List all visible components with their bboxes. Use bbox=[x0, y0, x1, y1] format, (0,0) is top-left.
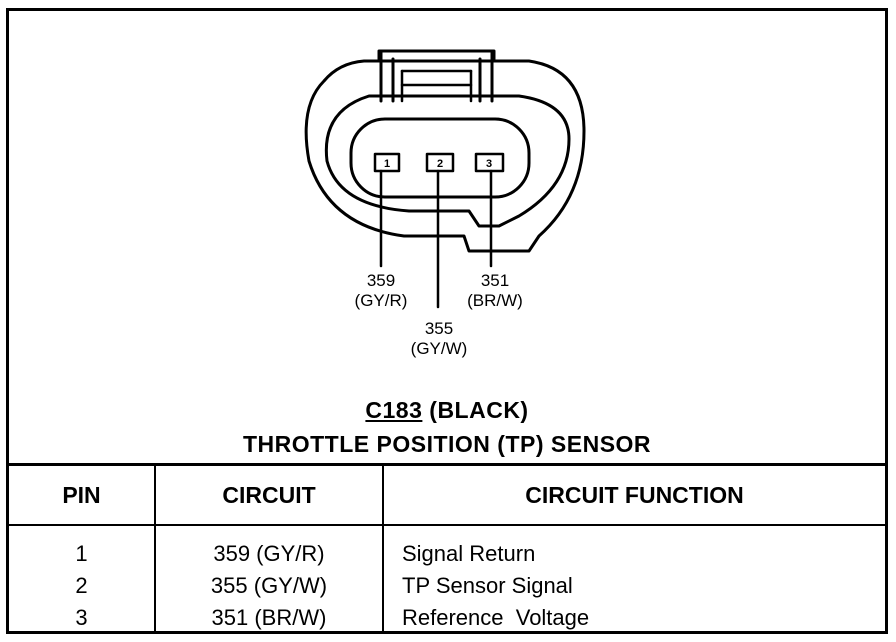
circuit-cell: 355 (GY/W) bbox=[155, 570, 384, 602]
circuit-cell: 359 (GY/R) bbox=[155, 525, 384, 570]
pin-1-terminal bbox=[373, 152, 401, 173]
connector-title: C183 (BLACK) bbox=[9, 397, 885, 424]
function-cell: Signal Return bbox=[402, 541, 536, 566]
table-header-row: PIN CIRCUIT CIRCUIT FUNCTION bbox=[9, 463, 885, 526]
table-row: 1 359 (GY/R) Signal Return bbox=[9, 525, 885, 570]
pin-2-number: 2 bbox=[437, 158, 443, 170]
pin-1-number: 1 bbox=[384, 158, 390, 170]
table-row: 3 351 (BR/W) Reference Voltage bbox=[9, 602, 885, 634]
connector-outer-shell bbox=[304, 59, 586, 253]
pin-cell: 2 bbox=[9, 570, 156, 602]
pin-cell: 3 bbox=[9, 602, 156, 634]
pin-3-number: 3 bbox=[486, 158, 492, 170]
function-cell: Reference Voltage bbox=[402, 605, 590, 630]
pin-cell: 1 bbox=[9, 525, 156, 570]
circuit-cell: 351 (BR/W) bbox=[155, 602, 384, 634]
wire-color: (BR/W) bbox=[467, 291, 523, 310]
locking-tab bbox=[377, 49, 496, 61]
wire-label-351: 351 (BR/W) bbox=[450, 271, 540, 311]
function-cell: TP Sensor Signal bbox=[402, 573, 573, 598]
wire-circuit: 355 bbox=[424, 319, 454, 338]
connector-inner-shell bbox=[324, 94, 571, 228]
connector-id: C183 bbox=[365, 397, 423, 423]
wire-color: (GY/R) bbox=[354, 291, 408, 310]
pin-table: PIN CIRCUIT CIRCUIT FUNCTION 1 359 (GY/R… bbox=[9, 463, 885, 634]
connector-drawing: 1 2 3 bbox=[304, 49, 586, 309]
pin-2-terminal bbox=[425, 152, 455, 173]
header-pin: PIN bbox=[9, 463, 156, 526]
pin-cavity bbox=[349, 117, 531, 199]
wire-color: (GY/W) bbox=[410, 339, 468, 358]
header-circuit: CIRCUIT bbox=[155, 463, 384, 526]
connector-color: (BLACK) bbox=[429, 397, 529, 423]
wire-label-355: 355 (GY/W) bbox=[394, 319, 484, 359]
wire-circuit: 359 bbox=[366, 271, 396, 290]
wire-label-359: 359 (GY/R) bbox=[336, 271, 426, 311]
wire-circuit: 351 bbox=[480, 271, 510, 290]
pin-3-terminal bbox=[474, 152, 505, 173]
table-row: 2 355 (GY/W) TP Sensor Signal bbox=[9, 570, 885, 602]
component-title: THROTTLE POSITION (TP) SENSOR bbox=[242, 431, 652, 457]
header-circuit-function: CIRCUIT FUNCTION bbox=[383, 463, 885, 526]
diagram-frame: 1 2 3 359 (GY/R) 355 (GY/W) 351 (BR/W) C… bbox=[6, 8, 888, 634]
